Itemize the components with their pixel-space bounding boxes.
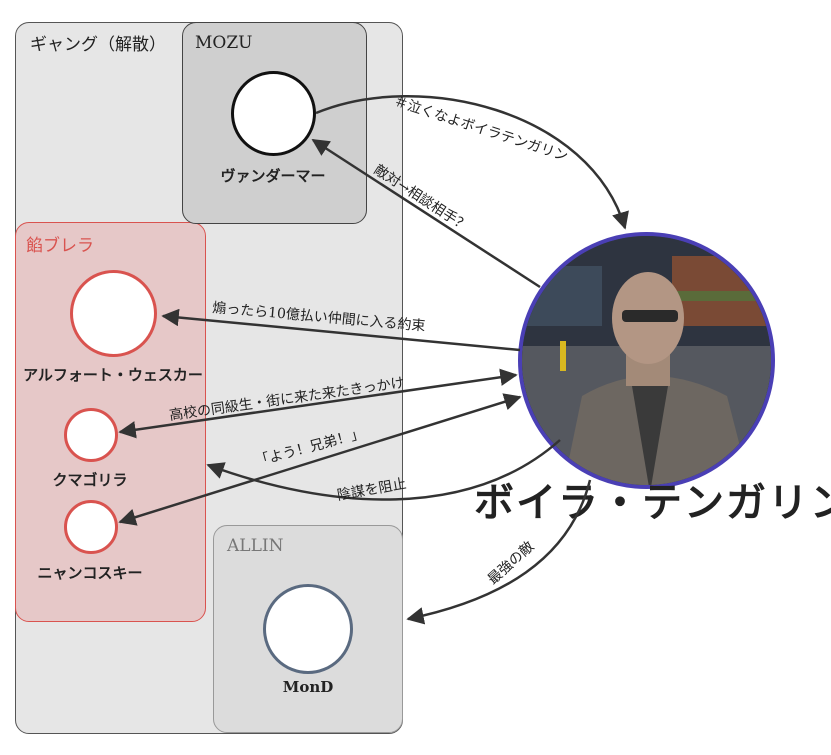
avatar-boira-tengarin [518, 232, 775, 489]
node-kumagorira-label: クマゴリラ [52, 471, 128, 489]
group-mozu-title: MOZU [195, 33, 253, 53]
node-mond [263, 584, 353, 674]
node-nyanko-label: ニャンコスキー [37, 564, 143, 582]
group-anko-title: 餡ブレラ [26, 236, 94, 256]
group-gang-title: ギャング（解散） [30, 35, 166, 55]
node-mond-label: MonD [282, 678, 334, 696]
group-allin-title: ALLIN [227, 536, 284, 556]
avatar-portrait-icon [522, 236, 771, 485]
node-vander-label: ヴァンダーマー [220, 167, 326, 185]
node-vander [231, 71, 316, 156]
node-alfort [70, 270, 157, 357]
center-name: ボイラ・テンガリン [474, 479, 831, 526]
edge-rival-label: 最強の敵 [485, 539, 537, 588]
node-kumagorira [64, 408, 118, 462]
node-nyanko [64, 500, 118, 554]
edge-cry-label: ＃泣くなよボイラテンガリン [392, 94, 570, 165]
node-alfort-label: アルフォート・ウェスカー [23, 366, 203, 384]
